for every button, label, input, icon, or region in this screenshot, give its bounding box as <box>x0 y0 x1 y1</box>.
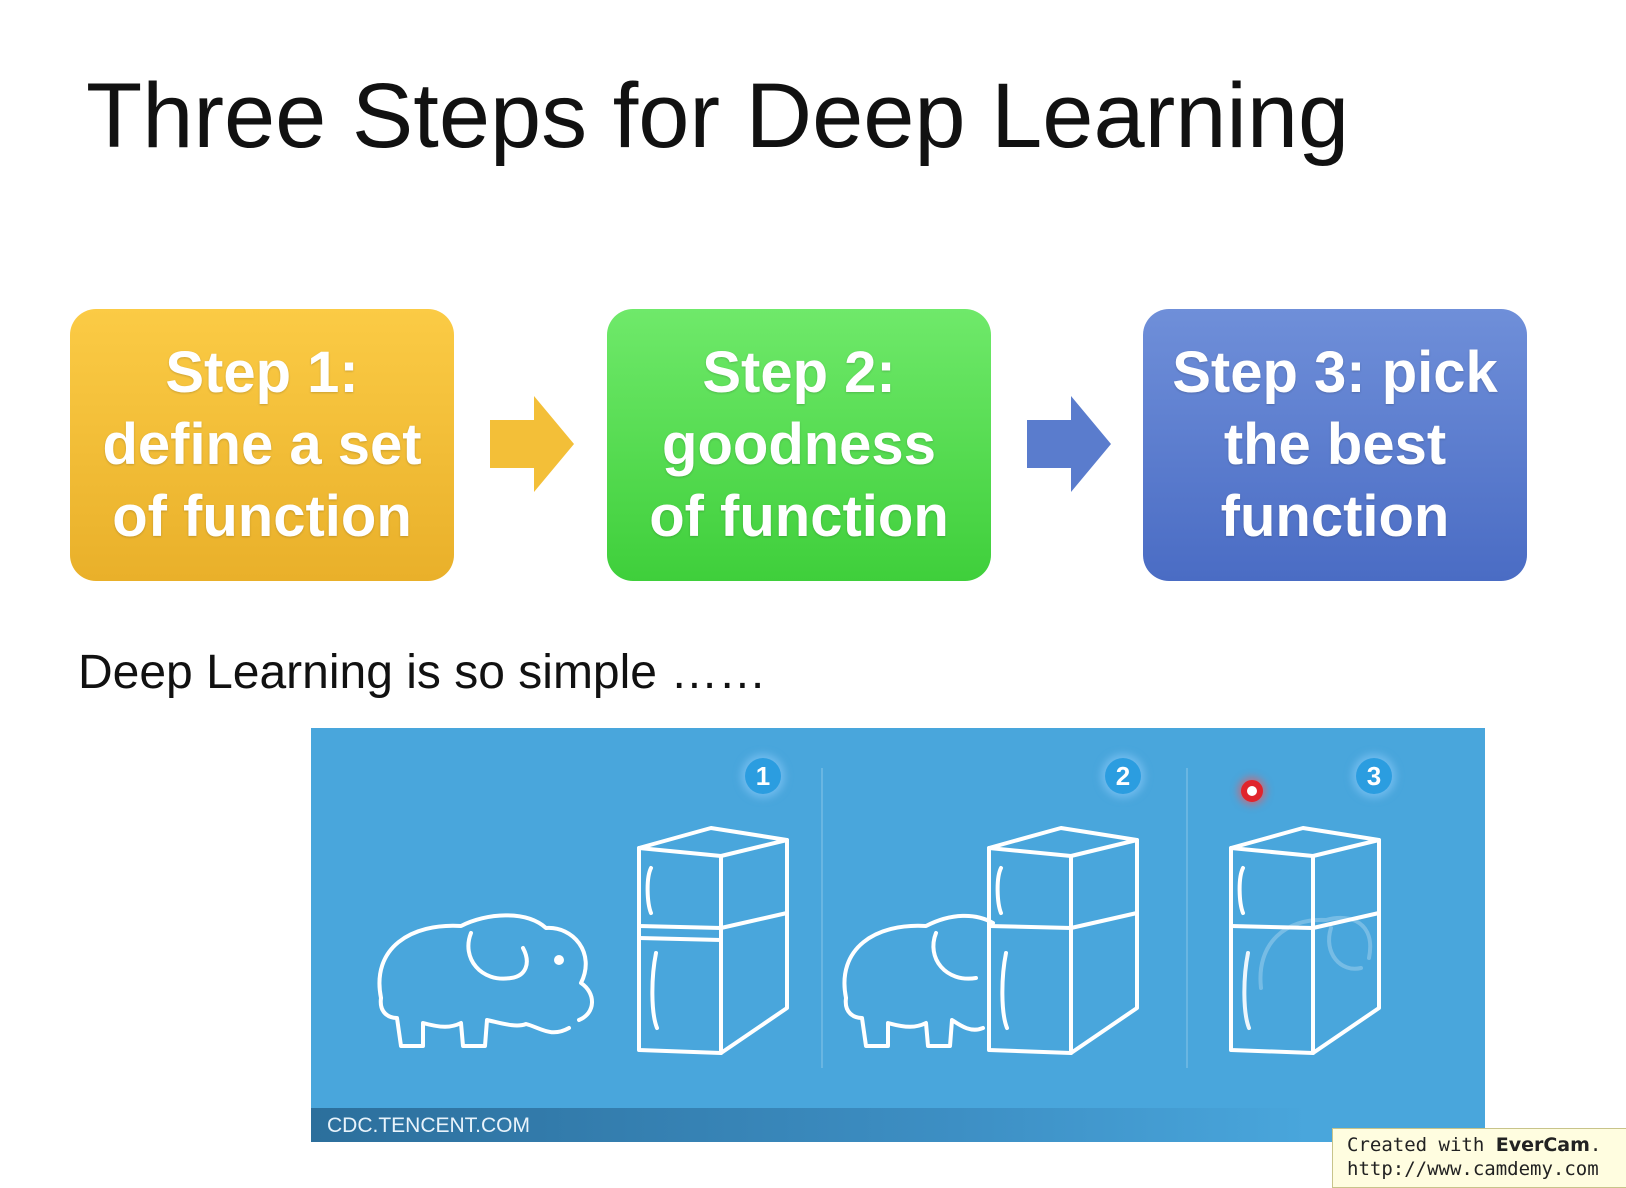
step-1-label: Step 1: define a set of function <box>96 337 428 553</box>
fridge-icon <box>639 828 787 1053</box>
step-1-box: Step 1: define a set of function <box>70 309 454 581</box>
elephant-icon <box>844 916 993 1046</box>
step-3-box: Step 3: pick the best function <box>1143 309 1527 581</box>
watermark-line-1: Created with EverCam. <box>1347 1133 1617 1157</box>
elephant-fridge-illustration: 1 2 3 CDC.TENCENT.COM <box>311 728 1485 1142</box>
right-arrow-icon <box>1027 396 1111 492</box>
panel-divider <box>821 768 823 1068</box>
fridge-icon <box>989 828 1137 1053</box>
record-indicator-icon <box>1241 780 1263 802</box>
elephant-icon <box>379 915 592 1046</box>
panel-divider <box>1186 768 1188 1068</box>
illustration-drawing <box>311 728 1485 1142</box>
step-2-box: Step 2: goodness of function <box>607 309 991 581</box>
step-badge: 1 <box>745 758 781 794</box>
evercam-watermark: Created with EverCam. http://www.camdemy… <box>1332 1128 1626 1188</box>
source-label: CDC.TENCENT.COM <box>327 1114 530 1138</box>
step-2-label: Step 2: goodness of function <box>633 337 965 553</box>
slide-title: Three Steps for Deep Learning <box>86 66 1349 167</box>
watermark-url: http://www.camdemy.com <box>1347 1157 1617 1181</box>
step-3-label: Step 3: pick the best function <box>1169 337 1501 553</box>
step-badge: 2 <box>1105 758 1141 794</box>
panel-footer: CDC.TENCENT.COM <box>311 1108 1485 1142</box>
slide-subtitle: Deep Learning is so simple …… <box>78 645 766 700</box>
fridge-icon <box>1231 828 1379 1053</box>
right-arrow-icon <box>490 396 574 492</box>
step-badge: 3 <box>1356 758 1392 794</box>
